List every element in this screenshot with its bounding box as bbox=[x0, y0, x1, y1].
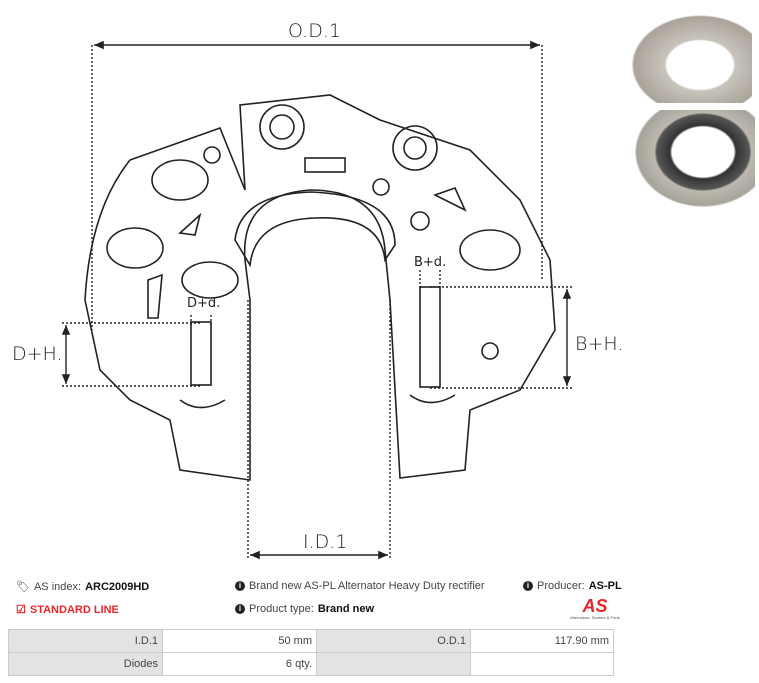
product-type-label: Product type: bbox=[249, 603, 314, 615]
product-type-value: Brand new bbox=[317, 603, 375, 615]
as-index-label: AS index: bbox=[33, 580, 82, 593]
product-photo-bottom bbox=[625, 110, 755, 215]
as-index: 🏷AS index:ARC2009HD bbox=[16, 580, 150, 594]
standard-line-text: STANDARD LINE bbox=[29, 603, 119, 616]
id-label: I.D.1 bbox=[303, 531, 348, 553]
spec-label: Diodes bbox=[8, 652, 163, 676]
product-type: i Product type:Brand new bbox=[235, 603, 374, 615]
spec-value bbox=[470, 652, 614, 676]
producer-value: AS-PL bbox=[588, 580, 622, 592]
as-index-value: ARC2009HD bbox=[85, 580, 150, 593]
product-photo-top bbox=[622, 8, 752, 103]
spec-value: 50 mm bbox=[162, 629, 317, 653]
checkbox-icon: ☑ bbox=[16, 604, 26, 616]
logo-text: AS bbox=[582, 596, 608, 616]
spec-value: 6 qty. bbox=[162, 652, 317, 676]
spec-value: 117.90 mm bbox=[470, 629, 614, 653]
bd-label: B+d. bbox=[414, 255, 447, 270]
description-text: Brand new AS-PL Alternator Heavy Duty re… bbox=[249, 580, 485, 592]
bh-label: B+H. bbox=[575, 333, 624, 355]
producer-label: Producer: bbox=[537, 580, 585, 592]
spec-label: O.D.1 bbox=[316, 629, 471, 653]
dimension-guides bbox=[62, 45, 572, 560]
dd-label: D+d. bbox=[187, 296, 221, 311]
dh-label: D+H. bbox=[12, 343, 63, 365]
rectifier-technical-drawing bbox=[61, 40, 572, 560]
standard-line-badge: ☑STANDARD LINE bbox=[16, 603, 119, 617]
logo-tagline: Alternators, Starters & Parts bbox=[570, 615, 620, 620]
od-label: O.D.1 bbox=[288, 20, 341, 42]
spec-label bbox=[316, 652, 471, 676]
info-icon: i bbox=[235, 581, 245, 591]
dimension-arrows bbox=[61, 40, 572, 560]
info-icon: i bbox=[235, 604, 245, 614]
spec-label: I.D.1 bbox=[8, 629, 163, 653]
producer: i Producer:AS-PL bbox=[523, 580, 622, 592]
rectifier-outline bbox=[84, 94, 556, 481]
info-icon: i bbox=[523, 581, 533, 591]
tag-icon: 🏷 bbox=[16, 581, 30, 593]
description: i Brand new AS-PL Alternator Heavy Duty r… bbox=[235, 580, 485, 592]
